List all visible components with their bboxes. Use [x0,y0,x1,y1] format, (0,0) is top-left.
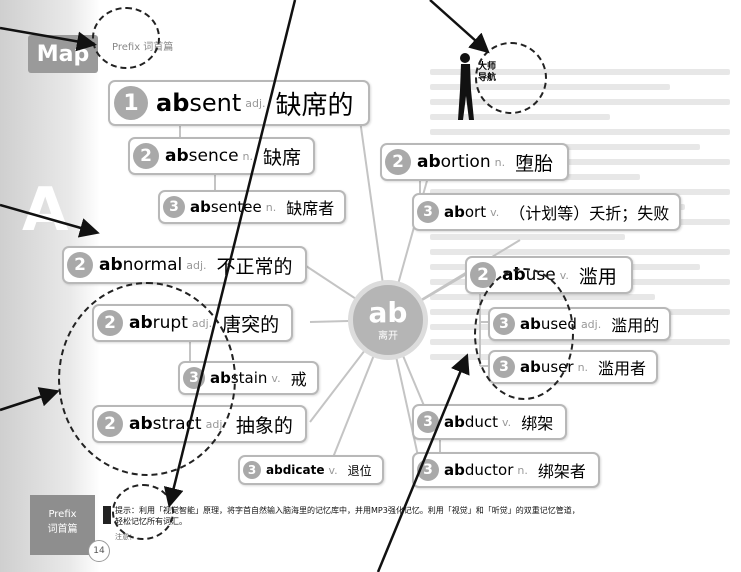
level-badge: 2 [67,252,93,278]
level-badge: 3 [417,411,439,433]
bottom-tab-line1: Prefix [48,509,77,520]
word-stem: ab [266,463,283,477]
bottom-prefix-tab[interactable]: Prefix 词首篇 [30,495,95,555]
word-meaning: 唐突的 [222,313,280,336]
word-meaning: 抽象的 [235,414,293,437]
level-badge: 2 [385,149,411,175]
word-rest: duct [464,413,499,431]
part-of-speech: v. [502,415,512,429]
part-of-speech: v. [271,371,281,385]
word-rest: dicate [282,463,325,477]
center-stem: ab [368,296,408,329]
center-prefix-hub[interactable]: ab 离开 [348,280,428,360]
word-rest: normal [122,255,183,275]
annotation-circle-words [58,282,236,476]
word-meaning: 滥用 [578,265,617,288]
word-stem: ab [190,198,211,216]
level-badge: 1 [114,86,148,120]
annotation-circle-tip [112,484,174,540]
section-letter: A [22,175,69,245]
annotation-circle-master [475,42,547,114]
word-rest: sent [189,89,242,117]
level-badge: 2 [133,143,159,169]
word-meaning: （计划等）夭折；失败 [509,204,670,223]
part-of-speech: v. [559,268,569,282]
part-of-speech: n. [577,360,589,374]
tip-person-icon [103,506,111,524]
page-number: 14 [88,540,110,562]
part-of-speech: adj. [580,317,602,331]
level-badge: 3 [243,461,261,479]
word-meaning: 滥用的 [611,316,660,335]
word-meaning: 退位 [347,463,372,478]
word-stem: ab [444,203,465,221]
word-stem: ab [156,89,190,117]
word-stem: ab [444,461,465,479]
level-badge: 3 [417,201,439,223]
word-rest: ort [464,203,487,221]
word-meaning: 堕胎 [515,152,554,175]
part-of-speech: adj. [245,96,266,110]
bottom-tab-line2: 词首篇 [47,524,78,535]
part-of-speech: adj. [186,258,207,272]
word-meaning: 缺席者 [286,199,335,218]
word-meaning: 绑架者 [537,462,586,481]
part-of-speech: n. [265,200,277,214]
part-of-speech: n. [517,463,528,477]
word-meaning: 缺席的 [275,90,354,121]
word-stem: ab [417,152,441,172]
word-rest: ortion [440,152,491,172]
word-rest: sentee [210,198,262,216]
part-of-speech: n. [494,155,506,169]
word-rest: stain [230,369,268,387]
word-meaning: 戒 [290,370,307,389]
word-meaning: 缺席 [263,146,302,169]
part-of-speech: v. [328,463,338,477]
word-meaning: 不正常的 [216,255,293,278]
left-side-band [0,0,100,572]
part-of-speech: n. [242,149,254,163]
word-meaning: 绑架 [521,414,554,433]
annotation-circle-abuse [474,268,574,400]
center-meaning: 离开 [378,331,398,342]
word-meaning: 滥用者 [598,359,647,378]
walking-person-icon [458,53,474,120]
part-of-speech: v. [490,205,500,219]
word-rest: sence [188,146,239,166]
word-stem: ab [444,413,465,431]
level-badge: 3 [163,196,185,218]
word-stem: ab [99,255,123,275]
word-stem: ab [165,146,189,166]
word-rest: ductor [464,461,514,479]
